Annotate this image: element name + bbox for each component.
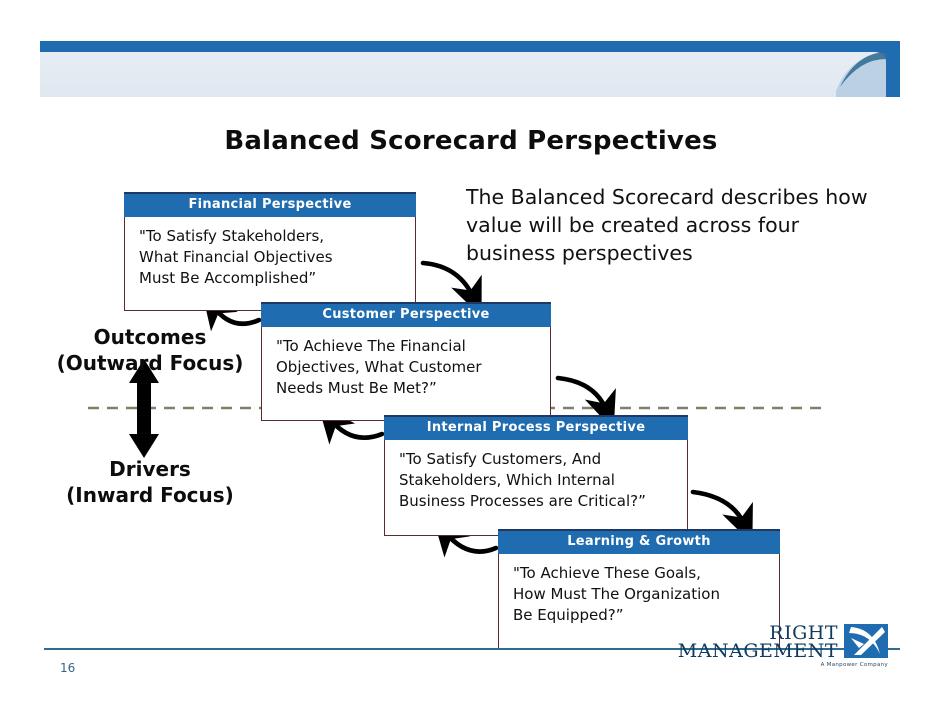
arrow-internal-back-left (317, 404, 385, 445)
perspective-body-learning-growth: "To Achieve These Goals, How Must The Or… (498, 554, 780, 650)
perspective-line: "To Satisfy Stakeholders, (139, 227, 325, 245)
perspective-body-financial: "To Satisfy Stakeholders, What Financial… (124, 217, 416, 311)
perspective-header-internal-process: Internal Process Perspective (384, 415, 688, 440)
logo-x-mark-icon (844, 624, 888, 658)
perspective-line: Be Equipped?” (513, 606, 624, 624)
perspective-header-customer: Customer Perspective (261, 302, 551, 327)
page-title: Balanced Scorecard Perspectives (224, 126, 718, 156)
arrow-internal-to-learning (690, 489, 753, 544)
label-outcomes-line1: Outcomes (93, 325, 207, 349)
slide-header-band (40, 41, 900, 97)
perspective-line: "To Satisfy Customers, And (399, 450, 602, 468)
label-drivers: Drivers (Inward Focus) (20, 456, 280, 508)
perspective-box-learning-growth[interactable]: Learning & Growth "To Achieve These Goal… (498, 529, 780, 650)
description-text: The Balanced Scorecard describes how val… (466, 185, 868, 265)
label-outcomes: Outcomes (Outward Focus) (20, 324, 280, 376)
perspective-header-financial: Financial Perspective (124, 192, 416, 217)
header-top-bar (40, 41, 900, 52)
label-outcomes-line2: (Outward Focus) (56, 351, 244, 375)
header-swoosh-decoration (830, 41, 900, 97)
logo-line-right: RIGHT (769, 622, 838, 644)
perspective-line: Stakeholders, Which Internal (399, 471, 615, 489)
right-management-logo: RIGHT MANAGEMENT A Manpower Company (678, 622, 896, 670)
perspective-line: How Must The Organization (513, 585, 720, 603)
perspective-line: Business Processes are Critical?” (399, 492, 646, 510)
label-drivers-line1: Drivers (109, 457, 191, 481)
footer-divider-rule (44, 648, 900, 650)
perspective-line: What Financial Objectives (139, 248, 333, 266)
perspective-line: Must Be Accomplished” (139, 269, 317, 287)
page-number: 16 (60, 661, 76, 675)
logo-tagline: A Manpower Company (820, 662, 888, 668)
perspective-body-customer: "To Achieve The Financial Objectives, Wh… (261, 327, 551, 421)
perspective-line: Needs Must Be Met?” (276, 379, 437, 397)
perspective-line: Objectives, What Customer (276, 358, 482, 376)
perspective-box-financial[interactable]: Financial Perspective "To Satisfy Stakeh… (124, 192, 416, 311)
perspective-body-internal-process: "To Satisfy Customers, And Stakeholders,… (384, 440, 688, 536)
perspective-header-learning-growth: Learning & Growth (498, 529, 780, 554)
header-body (40, 52, 900, 97)
arrow-customer-to-internal (555, 375, 616, 431)
perspective-box-customer[interactable]: Customer Perspective "To Achieve The Fin… (261, 302, 551, 421)
perspective-line: "To Achieve These Goals, (513, 564, 701, 582)
label-drivers-line2: (Inward Focus) (66, 483, 234, 507)
perspective-box-internal-process[interactable]: Internal Process Perspective "To Satisfy… (384, 415, 688, 536)
logo-line-management: MANAGEMENT (677, 640, 838, 662)
arrow-financial-to-customer (420, 260, 482, 317)
perspective-line: "To Achieve The Financial (276, 337, 466, 355)
